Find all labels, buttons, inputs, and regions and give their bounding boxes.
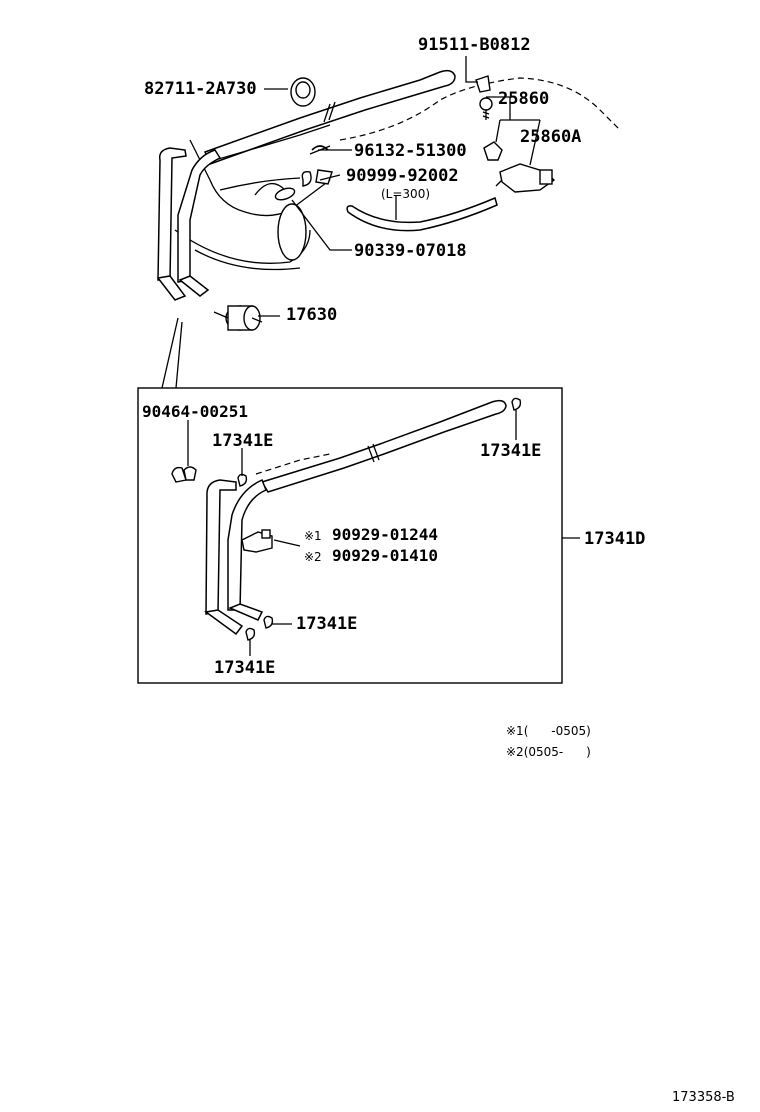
intake-duct-line <box>174 229 311 264</box>
label-17630: 17630 <box>286 305 337 325</box>
label-90339: 90339-07018 <box>354 241 467 261</box>
box-hose-break <box>367 445 375 463</box>
label-25860a: 25860A <box>520 127 581 147</box>
callout-line-left <box>161 317 179 389</box>
clip-17341e-upper-left-icon <box>237 473 248 487</box>
label-90929-01244: 90929-01244 <box>332 525 438 544</box>
label-90999: 90999-92002 <box>346 166 459 186</box>
valve-25860-icon <box>483 141 556 193</box>
bolt-91511-icon <box>475 75 493 120</box>
leader-90339 <box>291 199 352 251</box>
label-17341e-b: 17341E <box>480 441 541 461</box>
label-length: (L=300) <box>381 187 430 201</box>
bolt-90339-icon <box>274 187 296 201</box>
leader-25860 <box>486 96 511 120</box>
box-dashed-outline <box>255 453 331 475</box>
clip-17341e-top-right-icon <box>511 397 522 411</box>
label-90464: 90464-00251 <box>142 402 248 421</box>
callout-line-right <box>175 321 183 389</box>
hose-l300 <box>346 196 498 232</box>
box-vertical-hose-right <box>227 478 267 611</box>
vertical-hose-left <box>157 147 187 281</box>
clamp-90464-icon <box>171 466 197 483</box>
label-17341e-d: 17341E <box>214 658 275 678</box>
detail-box <box>137 387 563 684</box>
clamp-90999-icon <box>301 169 333 187</box>
reference-id: 173358-B <box>672 1090 735 1105</box>
box-vertical-hose-left <box>205 479 237 615</box>
label-17341e-c: 17341E <box>296 614 357 634</box>
note-2: ※2(0505- ) <box>506 745 591 759</box>
label-25860: 25860 <box>498 89 549 109</box>
label-82711: 82711-2A730 <box>144 79 257 99</box>
leader-91511 <box>465 56 478 83</box>
label-90929-01410: 90929-01410 <box>332 546 438 565</box>
engine-outline-dashed <box>339 77 621 141</box>
clip-17341e-bottom-icon <box>245 627 256 641</box>
label-96132: 96132-51300 <box>354 141 467 161</box>
cap-82711-icon <box>290 77 316 107</box>
label-91511: 91511-B0812 <box>418 35 531 55</box>
leader-90929 <box>273 539 301 547</box>
label-17341d: 17341D <box>584 529 645 549</box>
vertical-hose-right <box>177 149 222 283</box>
label-mark2: ※2 <box>304 550 322 564</box>
label-17341e-a: 17341E <box>212 431 273 451</box>
box-assembly: 90464-00251 17341E 17341E ※1 90929-01244… <box>142 397 645 678</box>
note-1: ※1( -0505) <box>506 724 591 738</box>
box-hose-long <box>260 399 507 493</box>
leader-90999 <box>319 174 341 181</box>
label-mark1: ※1 <box>304 529 322 543</box>
intake-duct-end <box>277 203 307 261</box>
hose-break-mark <box>323 103 331 123</box>
filter-17630-icon <box>213 305 263 331</box>
clip-17341e-lower-right-icon <box>263 615 274 629</box>
valve-90929-icon <box>241 529 273 553</box>
upper-assembly: 91511-B0812 82711-2A730 25860 25860A 961… <box>144 35 621 331</box>
